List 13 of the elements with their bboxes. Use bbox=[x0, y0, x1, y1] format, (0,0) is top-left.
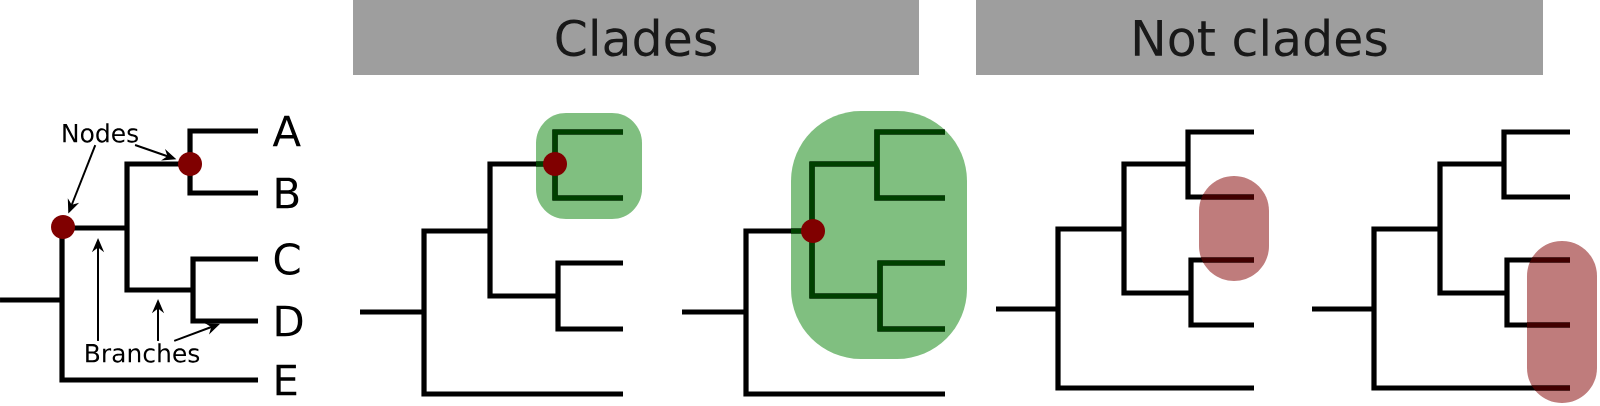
node-dot bbox=[543, 152, 567, 176]
header-band: Not clades bbox=[976, 0, 1543, 75]
tip-label: C bbox=[274, 243, 300, 275]
tip-label: D bbox=[276, 305, 303, 337]
tip-label: E bbox=[276, 364, 297, 396]
annotation-text: Branches bbox=[86, 343, 200, 363]
annotation-text: Nodes bbox=[63, 123, 138, 143]
node-dot bbox=[801, 219, 825, 243]
tip-label: B bbox=[276, 177, 299, 209]
tip-label: A bbox=[272, 115, 301, 147]
node-dot bbox=[51, 215, 75, 239]
node-dot bbox=[178, 152, 202, 176]
header-band: Clades bbox=[353, 0, 919, 75]
